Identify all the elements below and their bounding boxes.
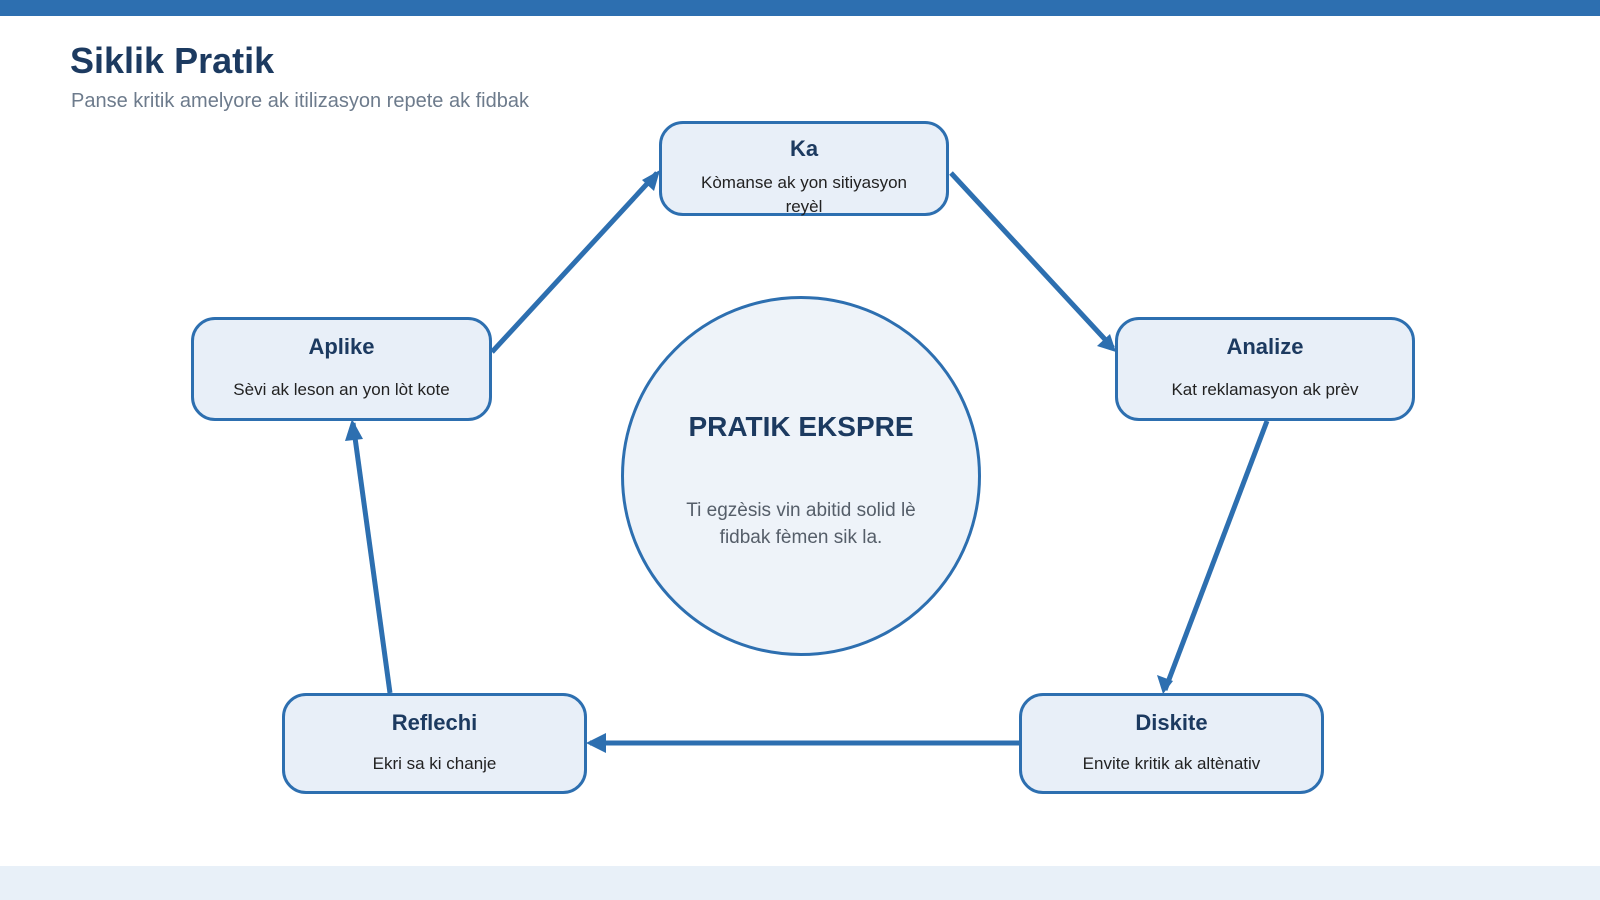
stage-title: Ka bbox=[789, 136, 819, 161]
stage-diskite: Diskite Envite kritik ak altènativ bbox=[1019, 693, 1324, 794]
stage-description: Ekri sa ki chanje bbox=[372, 754, 497, 773]
arrow-ka-to-analize bbox=[949, 171, 1115, 350]
center-circle: PRATIK EKSPRE Ti egzèsis vin abitid soli… bbox=[621, 296, 981, 656]
page-subtitle: Panse kritik amelyore ak itilizasyon rep… bbox=[71, 90, 529, 112]
stage-title: Aplike bbox=[308, 334, 375, 359]
stage-title: Reflechi bbox=[391, 710, 478, 735]
arrow-reflechi-to-aplike bbox=[350, 422, 393, 694]
center-title: PRATIK EKSPRE bbox=[688, 411, 914, 442]
arrow-analize-to-diskite bbox=[1162, 420, 1270, 691]
page-title: Siklik Pratik bbox=[70, 40, 275, 81]
bottom-band bbox=[0, 866, 1600, 900]
arrowhead-diskite-to-reflechi bbox=[586, 733, 606, 753]
stage-aplike: Aplike Sèvi ak leson an yon lòt kote bbox=[191, 317, 492, 421]
top-accent-bar bbox=[0, 0, 1600, 16]
stage-ka: Ka Kòmanse ak yon sitiyasyon reyèl bbox=[659, 121, 949, 216]
stage-description: Kòmanse ak yon sitiyasyon reyèl bbox=[701, 173, 907, 216]
center-description: Ti egzèsis vin abitid solid lè fidbak fè… bbox=[686, 500, 916, 548]
stage-title: Diskite bbox=[1135, 710, 1208, 735]
stage-title: Analize bbox=[1226, 334, 1304, 359]
stage-description: Sèvi ak leson an yon lòt kote bbox=[233, 380, 450, 399]
stage-reflechi: Reflechi Ekri sa ki chanje bbox=[282, 693, 587, 794]
arrowhead-aplike-to-ka bbox=[642, 170, 660, 191]
stage-description: Kat reklamasyon ak prèv bbox=[1171, 380, 1359, 399]
arrowhead-ka-to-analize bbox=[1097, 334, 1116, 352]
stage-analize: Analize Kat reklamasyon ak prèv bbox=[1115, 317, 1415, 421]
arrowhead-reflechi-to-aplike bbox=[345, 419, 363, 441]
arrow-aplike-to-ka bbox=[490, 171, 659, 354]
arrowhead-analize-to-diskite bbox=[1157, 675, 1173, 694]
stage-description: Envite kritik ak altènativ bbox=[1082, 754, 1261, 773]
